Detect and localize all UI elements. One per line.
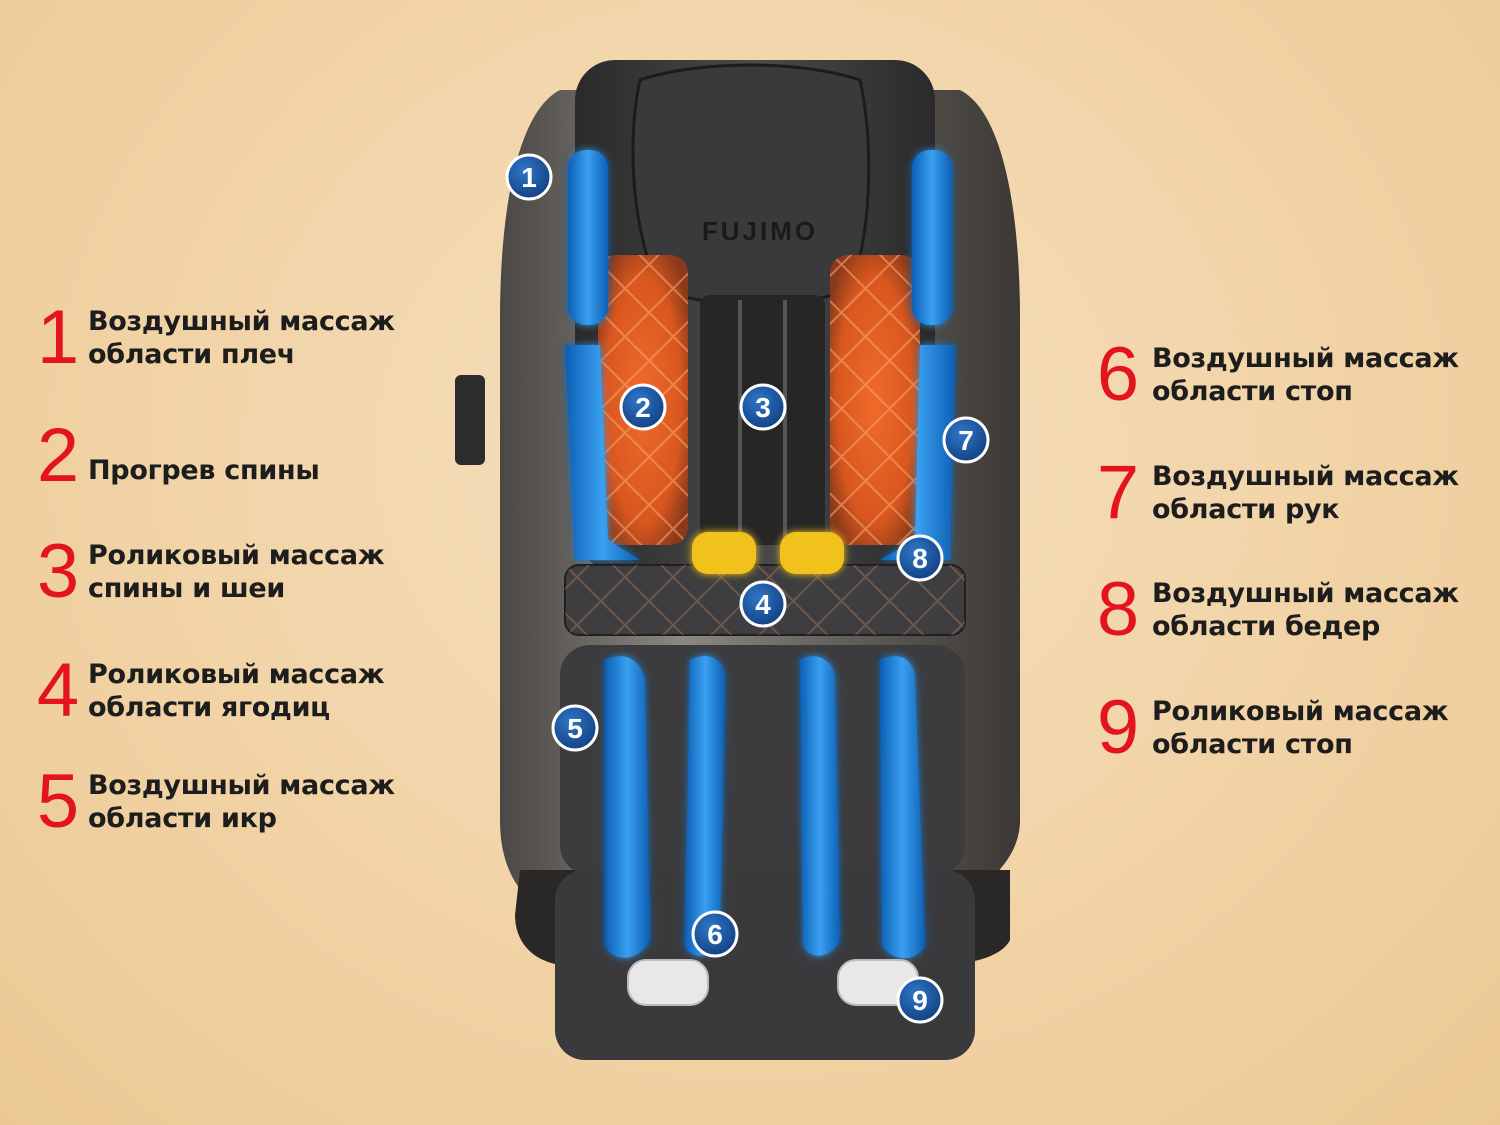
legend-label: Воздушный массаж области икр <box>88 770 395 834</box>
legend-item-4: 4 Роликовый массаж области ягодиц <box>32 648 385 733</box>
arm-airbag-right <box>880 345 955 560</box>
legend-item-1: 1 Воздушный массаж области плеч <box>32 300 395 376</box>
arm-airbag-left <box>565 345 640 560</box>
legend-label: Роликовый массаж области стоп <box>1152 696 1449 760</box>
calf-airbag-right-inner <box>800 656 840 956</box>
legend-number: 1 <box>36 295 80 380</box>
zone-badge-6: 6 <box>691 910 739 958</box>
legend-label: Роликовый массаж спины и шеи <box>88 540 385 604</box>
zone-badge-number: 5 <box>567 713 583 744</box>
legend-number: 6 <box>1096 332 1140 417</box>
shoulder-airbag-left <box>568 150 608 325</box>
calf-airbag-left-inner <box>685 656 725 956</box>
zone-badge-5: 5 <box>551 704 599 752</box>
zone-badge-4: 4 <box>739 580 787 628</box>
legend-label: Воздушный массаж области бедер <box>1152 578 1459 642</box>
legend-item-8: 8 Воздушный массаж области бедер <box>1092 572 1459 648</box>
legend-label: Воздушный массаж области рук <box>1152 461 1459 525</box>
zone-badge-number: 9 <box>912 985 928 1016</box>
zone-badge-2: 2 <box>619 383 667 431</box>
legend-item-3: 3 Роликовый массаж спины и шеи <box>32 529 385 614</box>
legend-number: 9 <box>1096 685 1140 770</box>
legend-label: Воздушный массаж области плеч <box>88 306 395 370</box>
shoulder-airbag-right <box>912 150 952 325</box>
leg-rest <box>560 645 965 875</box>
zone-badge-7: 7 <box>942 416 990 464</box>
glute-roller-right <box>780 532 844 574</box>
legend-number: 4 <box>36 648 80 733</box>
legend-item-6: 6 Воздушный массаж области стоп <box>1092 337 1459 413</box>
legend-number: 5 <box>36 759 80 844</box>
legend-label: Воздушный массаж области стоп <box>1152 343 1459 407</box>
brand-logo: FUJIMO <box>702 216 818 246</box>
legend-number: 8 <box>1096 567 1140 652</box>
zone-badge-1: 1 <box>505 153 553 201</box>
massage-chair-illustration: FUJIMO 1 2 3 4 5 6 7 8 9 <box>455 60 1020 1060</box>
zone-badge-number: 3 <box>755 392 771 423</box>
calf-airbag-left-outer <box>605 656 650 958</box>
remote-control <box>455 375 485 465</box>
zone-badge-number: 8 <box>912 543 928 574</box>
legend-label: Прогрев спины <box>88 454 320 486</box>
zone-badge-8: 8 <box>896 534 944 582</box>
legend-item-7: 7 Воздушный массаж области рук <box>1092 455 1459 531</box>
calf-airbag-right-outer <box>880 656 925 959</box>
legend-number: 3 <box>36 529 80 614</box>
legend-number: 7 <box>1096 450 1140 535</box>
foot-roller-left <box>627 959 709 1006</box>
zone-badge-number: 1 <box>521 162 537 193</box>
legend-item-5: 5 Воздушный массаж области икр <box>32 764 395 840</box>
zone-badge-9: 9 <box>896 976 944 1024</box>
legend-item-9: 9 Роликовый массаж области стоп <box>1092 685 1449 770</box>
foot-rest <box>555 870 975 1060</box>
legend-label: Роликовый массаж области ягодиц <box>88 659 385 723</box>
zone-badge-3: 3 <box>739 383 787 431</box>
zone-badge-number: 4 <box>755 589 771 620</box>
glute-roller-left <box>692 532 756 574</box>
zone-badge-number: 6 <box>707 919 723 950</box>
zone-badge-number: 7 <box>958 425 974 456</box>
zone-badge-number: 2 <box>635 392 651 423</box>
legend-number: 2 <box>36 413 80 498</box>
legend-item-2: 2 Прогрев спины <box>32 413 320 498</box>
